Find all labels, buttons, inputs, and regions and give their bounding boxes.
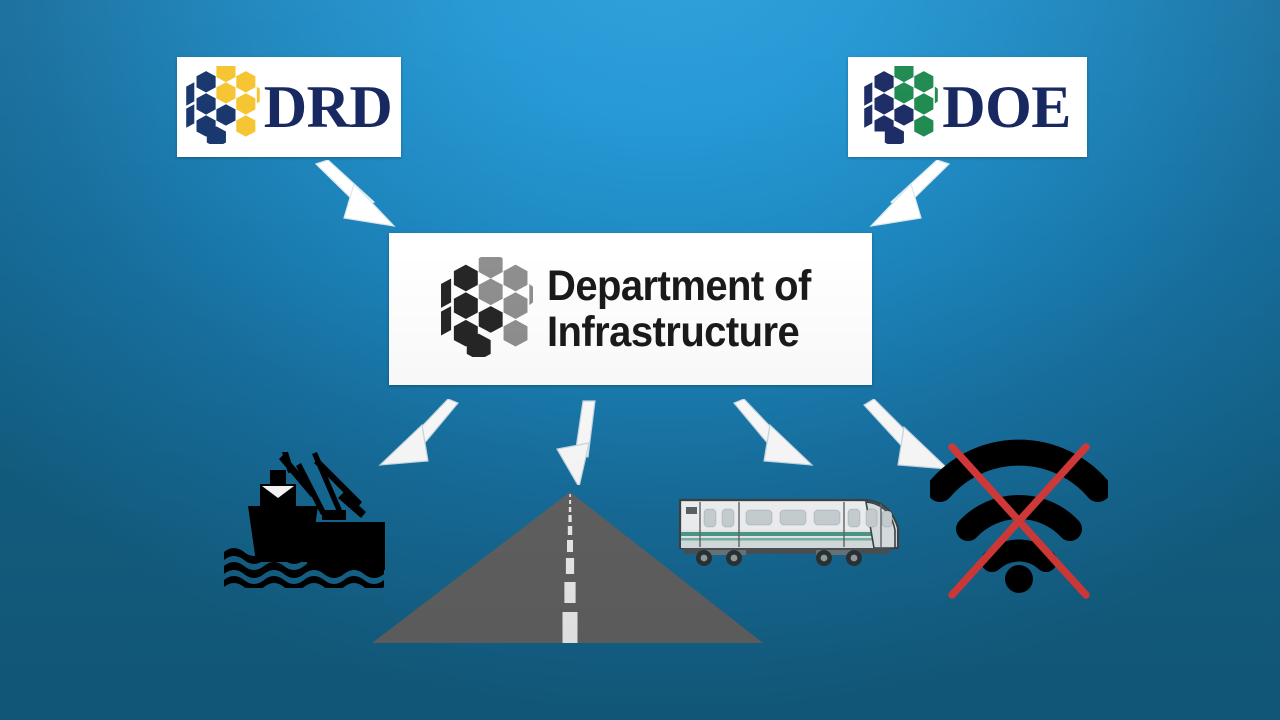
- honeycomb-logo-icon-infrastructure: [440, 251, 533, 362]
- agency-label-drd: DRD: [263, 74, 393, 140]
- arrow-center-to-road: [556, 400, 596, 485]
- train-icon: [676, 484, 908, 570]
- port-icon: [222, 440, 386, 591]
- road-icon: [360, 492, 780, 647]
- honeycomb-logo-icon-doe: [864, 60, 939, 149]
- honeycomb-logo-icon-drd: [185, 60, 260, 149]
- telecom-disabled-icon: [927, 437, 1111, 607]
- department-title: Department of Infrastructure: [546, 262, 811, 356]
- arrow-drd-to-center: [314, 160, 396, 227]
- agency-box-drd[interactable]: DRD: [177, 57, 401, 157]
- agency-label-doe: DOE: [942, 74, 1071, 140]
- wifi-signal-icon: [927, 439, 1111, 572]
- agency-box-doe[interactable]: DOE: [848, 57, 1087, 157]
- wifi-dot-icon: [1005, 565, 1033, 593]
- red-cross-icon: [948, 443, 1090, 599]
- arrow-center-to-port: [378, 399, 459, 466]
- arrow-doe-to-center: [869, 160, 951, 227]
- arrow-center-to-rail: [733, 399, 814, 466]
- department-box-infrastructure[interactable]: Department of Infrastructure: [389, 233, 872, 385]
